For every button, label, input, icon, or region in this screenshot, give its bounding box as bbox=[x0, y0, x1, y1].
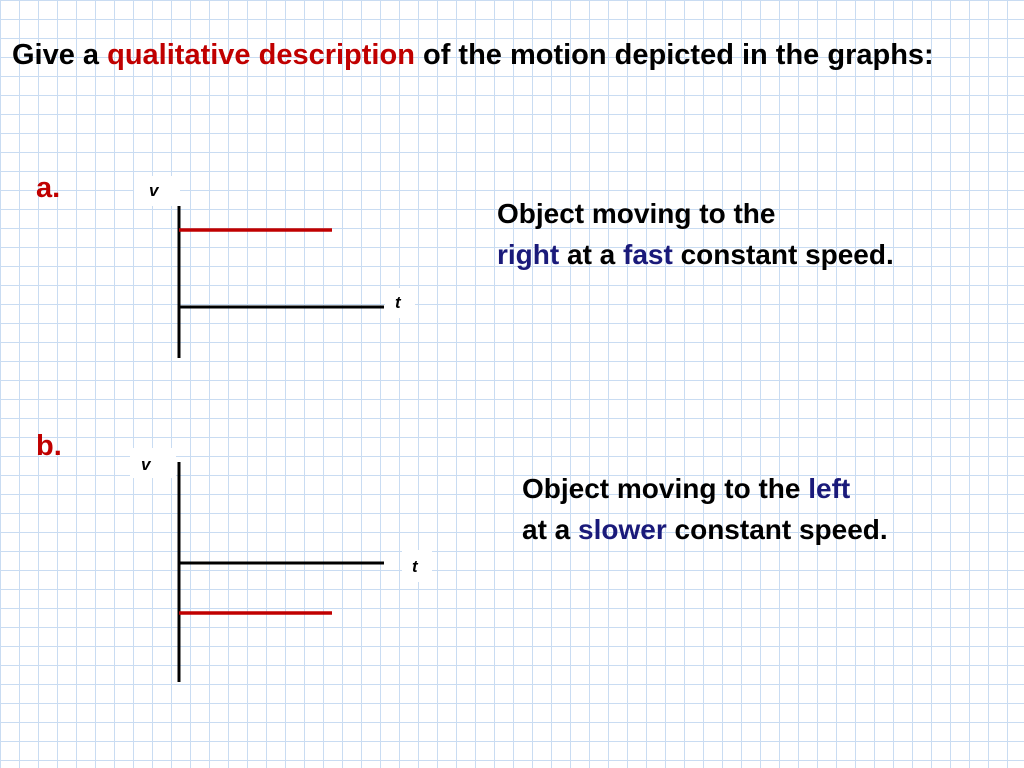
graph-a-description: Object moving to the right at a fast con… bbox=[497, 193, 907, 275]
graph-b-desc-text-1: Object moving to the bbox=[522, 473, 809, 504]
graph-a-t-label-bg bbox=[385, 288, 415, 318]
graph-b-desc-text-2: at a bbox=[522, 514, 579, 545]
graph-b-desc-direction: left bbox=[808, 473, 851, 504]
graph-b-v-axis-label: v bbox=[141, 455, 152, 474]
graph-b-desc-speed: slower bbox=[578, 514, 667, 545]
graph-b-desc-text-3: constant speed. bbox=[666, 514, 888, 545]
graph-b-label: b. bbox=[36, 430, 62, 462]
graph-a-desc-direction: right bbox=[497, 239, 560, 270]
graph-b-t-axis-label: t bbox=[412, 557, 419, 576]
graph-b-v-label-bg bbox=[130, 448, 176, 478]
graph-a-desc-text-3: constant speed. bbox=[672, 239, 894, 270]
graph-a-t-axis-label: t bbox=[395, 293, 402, 312]
title-highlight: qualitative description bbox=[107, 39, 415, 71]
graph-a-desc-text-1: Object moving to the bbox=[497, 198, 776, 229]
graph-a: v t bbox=[134, 176, 415, 358]
graph-a-v-label-bg bbox=[134, 176, 180, 206]
graph-a-label: a. bbox=[36, 172, 61, 204]
graph-a-v-axis-label: v bbox=[149, 181, 160, 200]
graph-b-t-label-bg bbox=[402, 550, 432, 582]
graph-a-desc-speed: fast bbox=[623, 239, 673, 270]
slide-title: Give a qualitative description of the mo… bbox=[12, 34, 1002, 76]
title-part-1: Give a bbox=[12, 39, 108, 71]
graph-b-description: Object moving to the left at a slower co… bbox=[522, 468, 942, 550]
title-part-2: of the motion depicted in the graphs: bbox=[414, 39, 934, 71]
graph-b: v t bbox=[130, 448, 432, 682]
graph-a-desc-text-2: at a bbox=[559, 239, 624, 270]
